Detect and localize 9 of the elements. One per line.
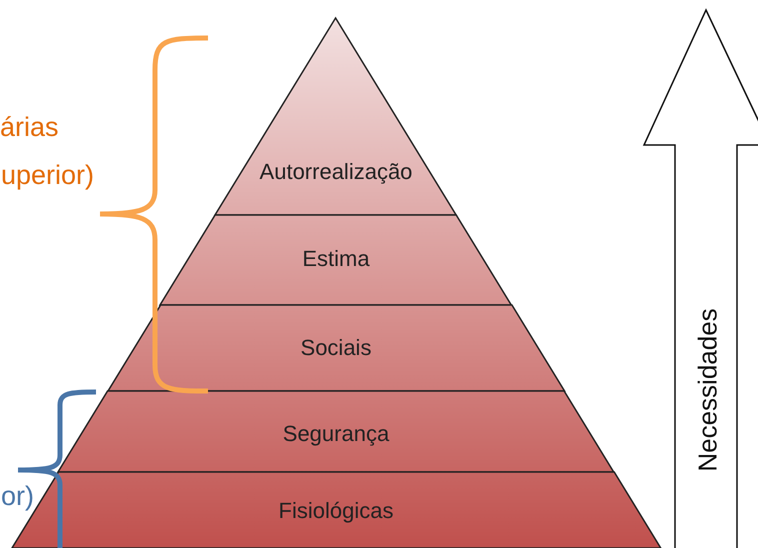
level-label: Sociais xyxy=(300,335,372,361)
side-label: uperior) xyxy=(1,160,94,191)
level-label: Autorrealização xyxy=(260,159,412,185)
level-label: Segurança xyxy=(282,421,390,447)
side-label: árias xyxy=(0,112,59,143)
side-label: or) xyxy=(1,481,34,512)
level-label: Fisiológicas xyxy=(278,498,394,524)
arrow-label: Necessidades xyxy=(692,308,724,472)
level-label: Estima xyxy=(302,246,370,272)
